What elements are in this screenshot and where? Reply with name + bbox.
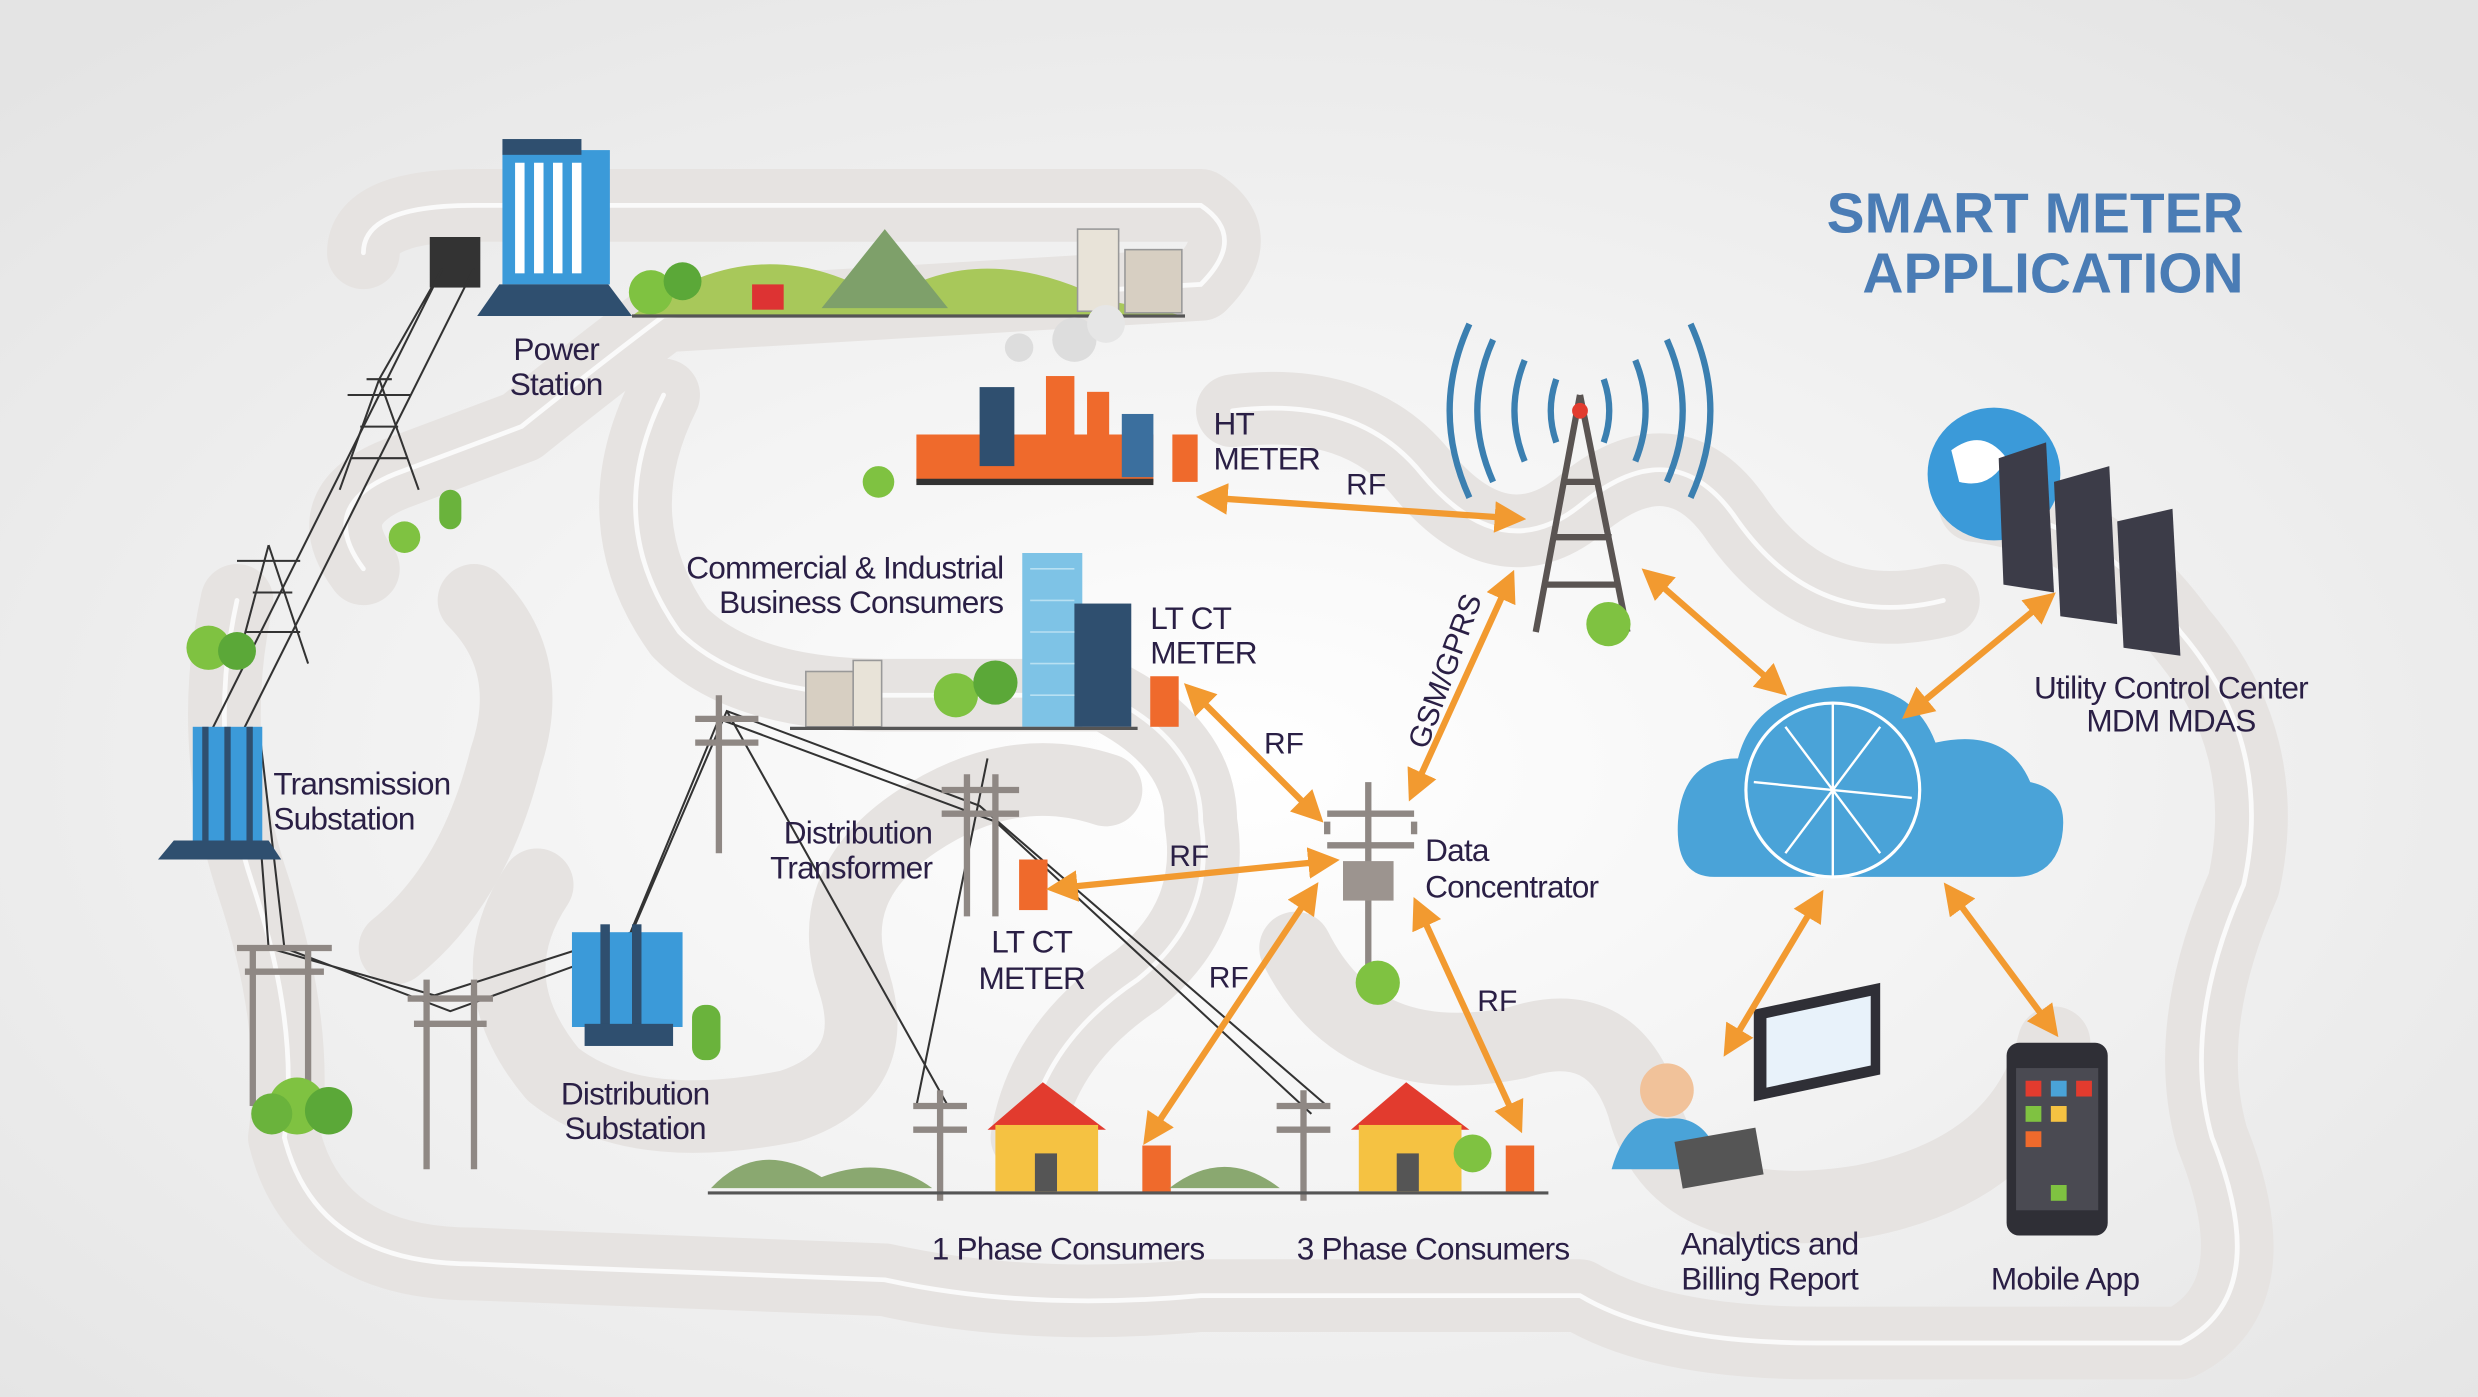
label-ht-meter-2: METER (1213, 440, 1320, 476)
rf-label-ltct-bottom: RF (1169, 840, 1209, 873)
rf-label-ltct-top: RF (1264, 728, 1304, 761)
label-commercial: Commercial & Industrial (686, 549, 1003, 585)
arrow-ltct-concentrator (1183, 683, 1324, 823)
label-ht-meter: HT (1213, 405, 1254, 441)
label-mobile-app: Mobile App (1991, 1260, 2140, 1296)
label-data-concentrator: Data (1425, 832, 1490, 868)
distribution-substation-icon (571, 924, 721, 1061)
commercial-buildings-icon (789, 553, 1179, 730)
label-distribution-substation: Distribution (561, 1075, 709, 1111)
arrow-three-phase (1412, 897, 1524, 1134)
arrow-ltct-lower (1046, 847, 1340, 902)
power-station-icon (429, 139, 1185, 318)
label-transmission-substation: Transmission (273, 766, 450, 802)
label-analytics: Analytics and (1681, 1226, 1859, 1262)
factory-icon (862, 304, 1198, 498)
power-pole-icons (236, 489, 1331, 1201)
label-transmission-substation-2: Substation (273, 800, 414, 836)
title-line2: APPLICATION (1862, 242, 2243, 305)
label-lt-ct-meter-bottom-2: METER (978, 960, 1085, 996)
label-utility-control: Utility Control Center (2034, 669, 2308, 705)
label-distribution-substation-2: Substation (564, 1110, 705, 1146)
label-power-station-2: Station (510, 366, 603, 402)
rf-label-three-phase: RF (1477, 985, 1517, 1018)
arrow-ht-meter-tower (1196, 483, 1527, 533)
arrow-cloud-utility (1902, 592, 2056, 720)
label-distribution-transformer: Distribution (784, 815, 932, 851)
label-lt-ct-meter-top-2: METER (1150, 635, 1257, 671)
arrow-cloud-analytics (1723, 889, 1824, 1057)
rf-links (1046, 483, 2059, 1145)
ht-meter-icon (1172, 434, 1198, 482)
data-concentrator-icon (1324, 782, 1418, 1005)
label-commercial-2: Business Consumers (719, 584, 1003, 620)
lt-ct-meter-lower-icon (1019, 859, 1048, 911)
communication-tower-icon (1446, 322, 1714, 647)
label-lt-ct-meter-top: LT CT (1150, 600, 1231, 636)
arrow-gsm (1407, 569, 1516, 802)
rf-label-ht: RF (1346, 469, 1386, 502)
arrow-one-phase (1143, 882, 1319, 1145)
label-power-station: Power (513, 331, 599, 367)
cloud-icon (1677, 686, 2064, 879)
label-data-concentrator-2: Concentrator (1425, 868, 1598, 904)
transmission-substation-icon (158, 625, 282, 860)
label-utility-control-2: MDM MDAS (2086, 703, 2255, 739)
data-center-icon (1927, 407, 2181, 656)
label-analytics-2: Billing Report (1681, 1260, 1859, 1296)
label-lt-ct-meter-bottom: LT CT (991, 924, 1072, 960)
roads (188, 169, 2288, 1380)
mobile-phone-icon (2006, 1042, 2108, 1236)
arrow-tower-cloud (1641, 568, 1788, 696)
label-three-phase: 3 Phase Consumers (1297, 1230, 1570, 1266)
label-one-phase: 1 Phase Consumers (932, 1230, 1205, 1266)
lt-ct-meter-icon (1150, 676, 1179, 727)
arrow-cloud-mobile (1943, 882, 2059, 1038)
title-line1: SMART METER (1827, 182, 2244, 245)
label-distribution-transformer-2: Transformer (770, 849, 932, 885)
rf-label-one-phase: RF (1209, 961, 1249, 994)
